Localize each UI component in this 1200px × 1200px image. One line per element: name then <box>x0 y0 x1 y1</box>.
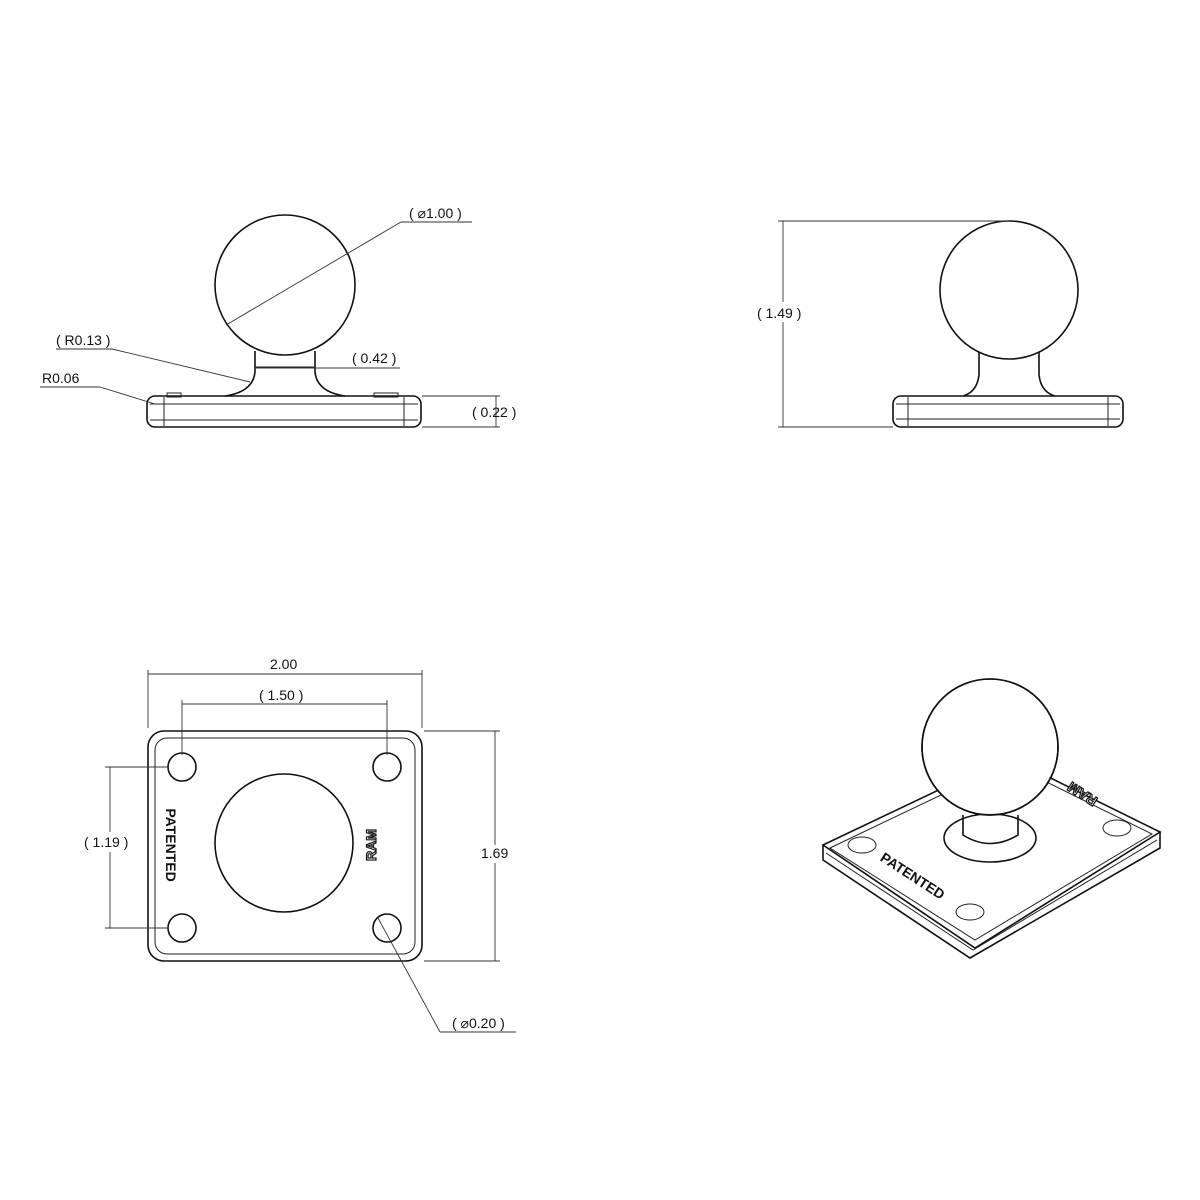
diameter-leader <box>225 221 402 326</box>
overall-height-label: ( 1.49 ) <box>757 305 801 321</box>
overall-depth-label: 1.69 <box>481 845 508 861</box>
neck-base <box>943 813 1037 863</box>
ball-footprint <box>214 773 354 913</box>
embossed-ram: RAM <box>1065 779 1100 810</box>
neck <box>224 351 346 397</box>
base-plate-outline <box>147 730 423 962</box>
neck <box>962 352 1056 397</box>
hole-leader <box>377 917 441 1033</box>
mounting-hole <box>372 752 402 782</box>
overall-width-label: 2.00 <box>270 656 297 672</box>
neck-diameter-label: ( 0.42 ) <box>352 350 396 366</box>
top-view: PATENTED RAM 2.00 ( 1.50 ) ( 1.19 ) 1.69… <box>82 656 516 1033</box>
side-view: ( 1.49 ) <box>755 220 1124 428</box>
corner-radius-label: R0.06 <box>42 370 80 386</box>
ball <box>939 220 1079 360</box>
hole-spacing-x-label: ( 1.50 ) <box>259 687 303 703</box>
mounting-hole <box>167 752 197 782</box>
fillet-leader <box>111 348 251 383</box>
hole-diameter-label: ( ⌀0.20 ) <box>452 1015 505 1031</box>
mounting-hole <box>1102 819 1132 837</box>
mounting-hole <box>167 913 197 943</box>
fillet-radius-label: ( R0.13 ) <box>56 332 110 348</box>
plate-edge <box>822 832 1161 959</box>
corner-leader <box>99 386 156 405</box>
front-view: ( ⌀1.00 ) ( R0.13 ) ( 0.42 ) R0.06 ( 0.2… <box>40 205 516 428</box>
base-plate <box>892 395 1124 428</box>
hole-spacing-y-label: ( 1.19 ) <box>84 834 128 850</box>
ball-diameter-label: ( ⌀1.00 ) <box>409 205 462 221</box>
mounting-hole <box>955 903 985 921</box>
mounting-hole <box>847 836 877 854</box>
base-plate <box>146 395 422 428</box>
isometric-view: PATENTED RAM <box>821 678 1162 959</box>
embossed-patented: PATENTED <box>163 808 179 881</box>
ball <box>214 214 356 356</box>
neck <box>962 815 1019 845</box>
mounting-hole <box>372 913 402 943</box>
base-thickness-label: ( 0.22 ) <box>472 404 516 420</box>
embossed-ram: RAM <box>363 829 379 861</box>
